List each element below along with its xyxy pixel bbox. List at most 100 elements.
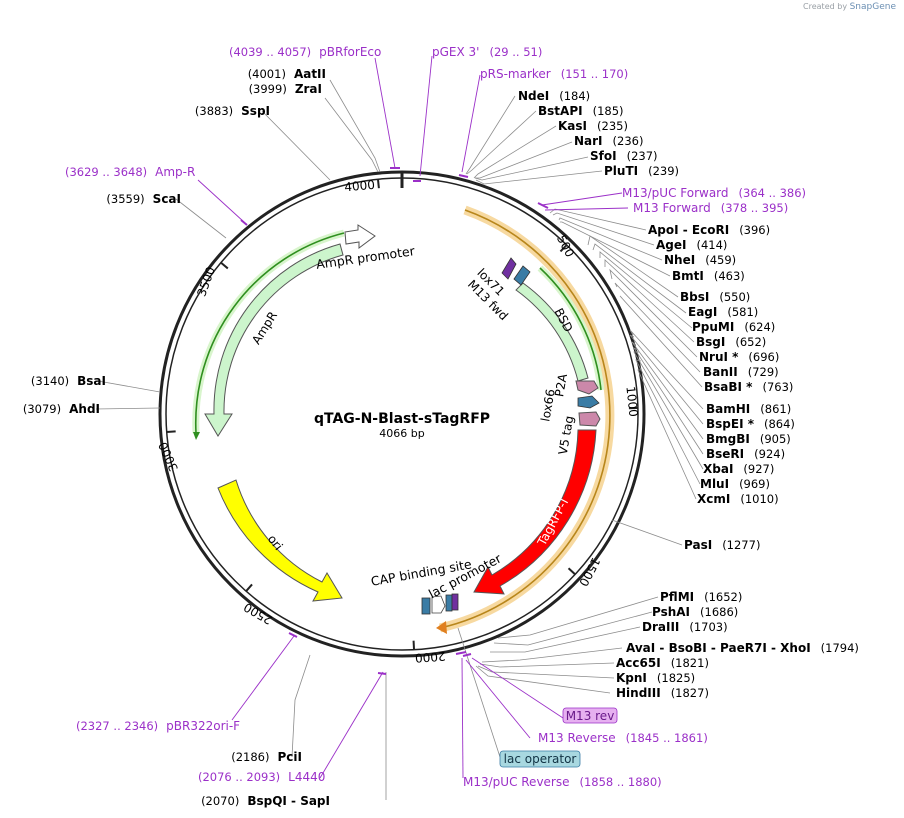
primer-label: (4039 .. 4057)pBRforEco xyxy=(229,45,381,59)
enzyme-position: (729) xyxy=(748,365,779,379)
enzyme-label: BstAPI(185) xyxy=(538,104,624,118)
tick-label: 2500 xyxy=(241,600,274,627)
primer-range: (4039 .. 4057) xyxy=(229,45,311,59)
snapgene-credit: Created by SnapGene xyxy=(803,2,896,12)
enzyme-name: BbsI xyxy=(680,290,709,304)
enzyme-name: BsaI xyxy=(77,374,106,388)
tick-mark xyxy=(245,583,253,592)
enzyme-name: DraIII xyxy=(642,620,679,634)
enzyme-name: BanII xyxy=(703,365,738,379)
enzyme-position: (864) xyxy=(764,417,795,431)
enzyme-label: (2186)PciI xyxy=(231,750,302,764)
primer-range: (151 .. 170) xyxy=(561,67,629,81)
enzyme-position: (1825) xyxy=(657,671,695,685)
enzyme-labels: (4001)AatII(3999)ZraI(3883)SspI(3559)Sca… xyxy=(23,67,859,808)
enzyme-name: AhdI xyxy=(69,402,100,416)
enzyme-name: KasI xyxy=(558,119,587,133)
enzyme-position: (3559) xyxy=(106,192,144,206)
primer-range: (2076 .. 2093) xyxy=(198,770,280,784)
primer-label: pGEX 3'(29 .. 51) xyxy=(432,45,542,59)
primer-leaders xyxy=(197,55,629,779)
enzyme-name: BstAPI xyxy=(538,104,583,118)
feature-m13-fwd xyxy=(513,265,531,286)
enzyme-name: BsgI xyxy=(696,335,725,349)
primer-label: M13 Reverse(1845 .. 1861) xyxy=(538,731,708,745)
primer-name: M13 Forward xyxy=(633,201,711,215)
enzyme-label: (3079)AhdI xyxy=(23,402,100,416)
plasmid-length: 4066 bp xyxy=(379,427,424,440)
feature-lox66 xyxy=(577,395,600,409)
enzyme-name: NheI xyxy=(664,253,695,267)
enzyme-position: (927) xyxy=(743,462,774,476)
enzyme-position: (396) xyxy=(739,223,770,237)
orf-arrowhead-ampr xyxy=(193,432,200,440)
feature-tagrfp-t xyxy=(473,429,597,595)
enzyme-label: NheI(459) xyxy=(664,253,736,267)
enzyme-label: AgeI (414) xyxy=(656,238,727,252)
enzyme-label: BbsI(550) xyxy=(680,290,750,304)
primer-marks xyxy=(240,167,549,675)
enzyme-position: (237) xyxy=(627,149,658,163)
orf-arrowhead-outer xyxy=(436,621,447,634)
enzyme-label: BsaBI *(763) xyxy=(704,380,793,394)
enzyme-name: MluI xyxy=(700,477,729,491)
orf-arrow-bsd xyxy=(539,267,602,391)
plasmid-name: qTAG-N-Blast-sTagRFP xyxy=(314,411,490,427)
label-v5-tag: V5 tag xyxy=(556,415,577,456)
enzyme-position: (414) xyxy=(696,238,727,252)
enzyme-name: NruI * xyxy=(699,350,739,364)
enzyme-label: (3140)BsaI xyxy=(31,374,106,388)
snapgene-logo: SnapGene xyxy=(849,2,896,12)
feature-ampr xyxy=(204,243,344,437)
feature-lac-operator xyxy=(445,594,453,612)
enzyme-name: PasI xyxy=(684,538,712,552)
enzyme-position: (236) xyxy=(613,134,644,148)
enzyme-position: (3999) xyxy=(249,82,287,96)
enzyme-label: BspEI *(864) xyxy=(706,417,795,431)
enzyme-name: Acc65I xyxy=(616,656,661,670)
enzyme-name: XcmI xyxy=(697,492,730,506)
enzyme-label: XcmI(1010) xyxy=(697,492,779,506)
enzyme-name: BspQI - SapI xyxy=(247,794,330,808)
enzyme-label: BseRI(924) xyxy=(706,447,785,461)
enzyme-label: EagI(581) xyxy=(688,305,758,319)
tick-mark xyxy=(559,244,568,253)
tick-mark xyxy=(376,179,380,189)
enzyme-position: (1652) xyxy=(704,590,742,604)
enzyme-position: (4001) xyxy=(248,67,286,81)
tick-label: 500 xyxy=(554,233,577,260)
primer-labels: (4039 .. 4057)pBRforEco pGEX 3'(29 .. 51)… xyxy=(65,45,806,789)
primer-range: (3629 .. 3648) xyxy=(65,165,147,179)
enzyme-name: BamHI xyxy=(706,402,750,416)
enzyme-label: NruI *(696) xyxy=(699,350,779,364)
enzyme-position: (905) xyxy=(760,432,791,446)
enzyme-name: BmgBI xyxy=(706,432,750,446)
enzyme-label: XbaI(927) xyxy=(703,462,774,476)
enzyme-name: NarI xyxy=(574,134,603,148)
enzyme-label: KasI(235) xyxy=(558,119,628,133)
tick-label: 3500 xyxy=(194,265,218,298)
primer-name: pGEX 3' xyxy=(432,45,479,59)
enzyme-name: AgeI xyxy=(656,238,686,252)
tick-label: 3000 xyxy=(156,440,181,474)
label-lox66: lox66 xyxy=(538,388,557,423)
enzyme-name: BsaBI * xyxy=(704,380,753,394)
primer-name: M13/pUC Forward xyxy=(622,186,729,200)
enzyme-name: HindIII xyxy=(616,686,661,700)
enzyme-label: PflMI(1652) xyxy=(660,590,742,604)
enzyme-position: (1821) xyxy=(671,656,709,670)
primer-label: (2076 .. 2093)L4440 xyxy=(198,770,325,784)
primer-range: (364 .. 386) xyxy=(739,186,807,200)
enzyme-name: PshAI xyxy=(652,605,690,619)
enzyme-name: AatII xyxy=(294,67,326,81)
feature-p2a xyxy=(575,380,599,395)
enzyme-name: PluTI xyxy=(604,164,638,178)
primer-range: (1845 .. 1861) xyxy=(626,731,708,745)
primer-range: (2327 .. 2346) xyxy=(76,719,158,733)
enzyme-position: (2186) xyxy=(231,750,269,764)
enzyme-label: DraIII(1703) xyxy=(642,620,728,634)
enzyme-label: (2070)BspQI - SapI xyxy=(201,794,330,808)
tick-label: 4000 xyxy=(344,178,376,195)
enzyme-position: (1277) xyxy=(722,538,760,552)
feature-v5-tag xyxy=(578,411,601,427)
